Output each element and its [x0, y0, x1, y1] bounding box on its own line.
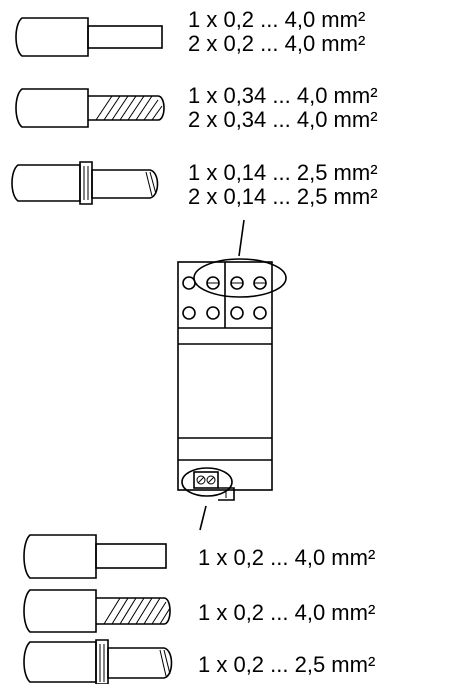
- top-spec-stranded-line2: 2 x 0,34 ... 4,0 mm²: [188, 107, 378, 132]
- top-spec-solid-line1: 1 x 0,2 ... 4,0 mm²: [188, 7, 365, 32]
- top-spec-solid-line2: 2 x 0,2 ... 4,0 mm²: [188, 31, 365, 56]
- top-spec-ferrule-line2: 2 x 0,14 ... 2,5 mm²: [188, 184, 378, 209]
- top-spec-ferrule-line1: 1 x 0,14 ... 2,5 mm²: [188, 160, 378, 185]
- stranded-wire-icon: [15, 88, 165, 128]
- bottom-spec-ferrule: 1 x 0,2 ... 2,5 mm²: [198, 652, 375, 677]
- din-rail-device: [177, 219, 287, 531]
- bottom-spec-stranded: 1 x 0,2 ... 4,0 mm²: [198, 600, 375, 625]
- bottom-terminal-block: [193, 471, 235, 501]
- top-spec-stranded-line1: 1 x 0,34 ... 4,0 mm²: [188, 83, 378, 108]
- top-leader-line: [238, 219, 245, 257]
- stranded-wire-icon: [23, 589, 171, 633]
- bottom-spec-solid: 1 x 0,2 ... 4,0 mm²: [198, 545, 375, 570]
- top-terminal-row: [182, 276, 267, 290]
- solid-wire-icon: [15, 17, 163, 57]
- solid-wire-icon: [23, 534, 167, 579]
- bottom-leader-line: [199, 505, 207, 531]
- second-terminal-row: [182, 306, 267, 320]
- ferrule-wire-icon: [23, 639, 173, 684]
- top-terminal-highlight: [193, 258, 287, 298]
- ferrule-wire-icon: [11, 161, 159, 205]
- bottom-terminal-highlight: [181, 467, 233, 497]
